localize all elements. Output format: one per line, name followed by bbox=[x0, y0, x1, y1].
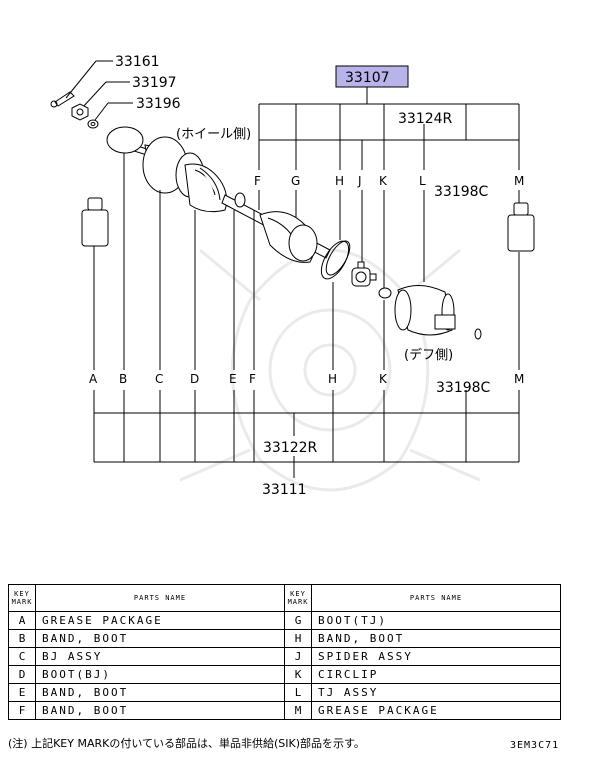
header-parts-name-left: PARTS NAME bbox=[35, 584, 285, 612]
callout-33107: 33107 bbox=[345, 70, 390, 86]
bottom-letter-C: C bbox=[155, 372, 163, 386]
table-row: C BJ ASSY J SPIDER ASSY bbox=[8, 647, 561, 666]
key-cell: C bbox=[8, 647, 36, 666]
callout-33107-highlight bbox=[335, 65, 409, 88]
callout-33196: 33196 bbox=[136, 96, 181, 112]
name-cell: GREASE PACKAGE bbox=[311, 701, 561, 720]
table-row: E BAND, BOOT L TJ ASSY bbox=[8, 683, 561, 702]
callout-33124R: 33124R bbox=[398, 111, 453, 127]
top-letter-L: L bbox=[419, 174, 426, 188]
table-row: B BAND, BOOT H BAND, BOOT bbox=[8, 629, 561, 648]
small-ring-icon bbox=[474, 328, 482, 340]
washer-icon bbox=[87, 119, 99, 129]
name-cell: TJ ASSY bbox=[311, 683, 561, 702]
header-key-mark-left: KEY MARK bbox=[8, 584, 36, 612]
bottom-letter-H: H bbox=[328, 372, 337, 386]
name-cell: BJ ASSY bbox=[35, 647, 285, 666]
footnote: (注) 上記KEY MARKの付いている部品は、単品非供給(SIK)部品を示す。 bbox=[8, 737, 365, 750]
name-cell: BAND, BOOT bbox=[311, 629, 561, 648]
name-cell: GREASE PACKAGE bbox=[35, 611, 285, 630]
callout-33122R: 33122R bbox=[263, 440, 318, 456]
top-letter-G: G bbox=[291, 174, 300, 188]
bottom-letter-E: E bbox=[229, 372, 237, 386]
key-cell: B bbox=[8, 629, 36, 648]
exploded-parts-diagram: 33161 33197 33196 33107 33124R (ホイール側) 3… bbox=[50, 54, 535, 498]
diagram-code: 3EM3C71 bbox=[510, 740, 560, 751]
tj-assy-icon bbox=[394, 285, 456, 336]
name-cell: BAND, BOOT bbox=[35, 629, 285, 648]
callout-33197: 33197 bbox=[132, 75, 177, 91]
band-boot-h-icon bbox=[320, 240, 351, 280]
circlip-icon bbox=[378, 287, 392, 299]
table-row: A GREASE PACKAGE G BOOT(TJ) bbox=[8, 611, 561, 630]
name-cell: BAND, BOOT bbox=[35, 701, 285, 720]
key-cell: H bbox=[284, 629, 312, 648]
key-cell: A bbox=[8, 611, 36, 630]
grease-package-right-icon bbox=[507, 202, 535, 252]
top-letter-K: K bbox=[379, 174, 388, 188]
bottom-bracket bbox=[93, 390, 520, 478]
name-cell: BAND, BOOT bbox=[35, 683, 285, 702]
key-cell: D bbox=[8, 665, 36, 684]
bottom-letter-D: D bbox=[190, 372, 199, 386]
key-cell: E bbox=[8, 683, 36, 702]
name-cell: BOOT(BJ) bbox=[35, 665, 285, 684]
callout-33198C-top: 33198C bbox=[434, 184, 489, 200]
parts-table: KEY MARK PARTS NAME KEY MARK PARTS NAME … bbox=[8, 584, 561, 720]
bottom-letter-A: A bbox=[89, 372, 98, 386]
spider-assy-icon bbox=[351, 261, 377, 287]
key-cell: G bbox=[284, 611, 312, 630]
top-letter-J: J bbox=[357, 174, 362, 188]
cotter-pin-icon bbox=[50, 91, 75, 108]
callout-33161: 33161 bbox=[115, 54, 160, 70]
table-row: F BAND, BOOT M GREASE PACKAGE bbox=[8, 701, 561, 720]
tj-boot-icon bbox=[259, 211, 318, 263]
key-cell: M bbox=[284, 701, 312, 720]
top-bracket bbox=[258, 87, 520, 170]
left-leaders bbox=[65, 60, 133, 121]
bottom-leaders bbox=[93, 153, 520, 370]
key-cell: L bbox=[284, 683, 312, 702]
name-cell: SPIDER ASSY bbox=[311, 647, 561, 666]
nut-icon bbox=[71, 103, 89, 121]
bj-boot-icon bbox=[184, 163, 228, 213]
top-letter-F: F bbox=[254, 174, 261, 188]
grease-package-left-icon bbox=[81, 197, 109, 247]
header-key-mark-right: KEY MARK bbox=[284, 584, 312, 612]
wheel-side-label: (ホイール側) bbox=[176, 127, 251, 142]
bottom-letter-F: F bbox=[249, 372, 256, 386]
watermark-emblem bbox=[179, 248, 481, 492]
header-parts-name-right: PARTS NAME bbox=[311, 584, 561, 612]
diff-side-label: (デフ側) bbox=[404, 347, 453, 363]
callout-33111: 33111 bbox=[262, 482, 307, 498]
bottom-letter-K: K bbox=[379, 372, 388, 386]
table-header-row: KEY MARK PARTS NAME KEY MARK PARTS NAME bbox=[8, 584, 561, 612]
name-cell: CIRCLIP bbox=[311, 665, 561, 684]
name-cell: BOOT(TJ) bbox=[311, 611, 561, 630]
top-letter-H: H bbox=[335, 174, 344, 188]
top-letter-M: M bbox=[514, 174, 524, 188]
key-cell: J bbox=[284, 647, 312, 666]
key-cell: K bbox=[284, 665, 312, 684]
callout-33198C-bottom: 33198C bbox=[436, 380, 491, 396]
bottom-letter-B: B bbox=[119, 372, 127, 386]
key-cell: F bbox=[8, 701, 36, 720]
bottom-letter-M: M bbox=[514, 372, 524, 386]
table-row: D BOOT(BJ) K CIRCLIP bbox=[8, 665, 561, 684]
